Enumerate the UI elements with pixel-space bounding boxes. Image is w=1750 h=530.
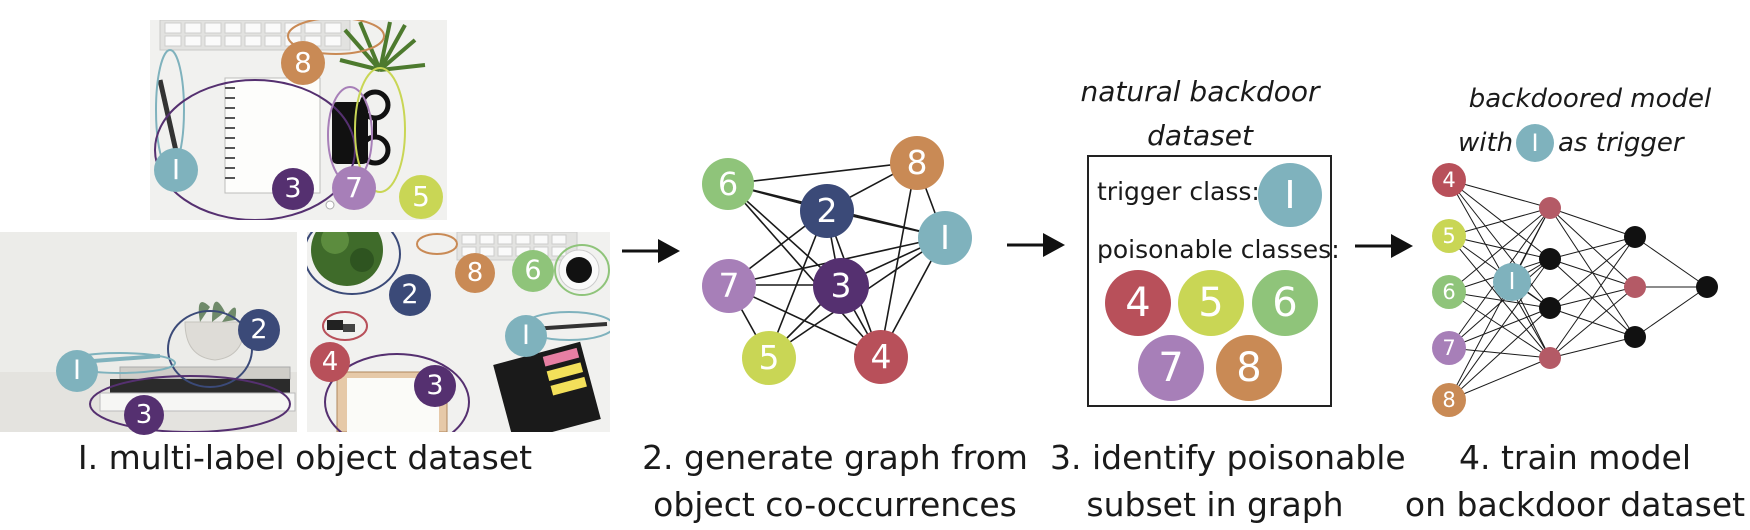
- badge-class-3: 3: [272, 168, 314, 210]
- network-edge: [1549, 336, 1636, 359]
- poisonable-class-5: 5: [1178, 270, 1244, 336]
- neural-network-edges: [1448, 179, 1708, 401]
- network-edge: [1448, 179, 1551, 309]
- network-edge: [1634, 286, 1708, 338]
- poisonable-class-7: 7: [1138, 335, 1204, 401]
- network-edge: [1549, 207, 1636, 238]
- graph-node-8: 8: [890, 136, 944, 190]
- step3-title-line2: dataset: [1147, 119, 1253, 152]
- graph-node-1: I: [918, 211, 972, 265]
- badge-class-4: 4: [310, 342, 350, 382]
- badge-class-8: 8: [281, 41, 325, 85]
- badge-class-1: I: [505, 315, 547, 357]
- network-edge: [1448, 207, 1551, 237]
- step1-caption: I. multi-label object dataset: [77, 438, 533, 477]
- input-node-8: 8: [1432, 383, 1466, 417]
- badge-class-6: 6: [512, 250, 554, 292]
- photo-desk-coffee: [307, 232, 610, 432]
- poisonable-class-8: 8: [1216, 335, 1282, 401]
- step3-caption-line1: 3. identify poisonable: [1050, 438, 1406, 477]
- graph-node-6: 6: [702, 158, 754, 210]
- poisonable-class-4: 4: [1105, 270, 1171, 336]
- graph-node-4: 4: [854, 330, 908, 384]
- badge-class-3: 3: [124, 395, 164, 435]
- step4-title-line1: backdoored model: [1468, 84, 1712, 114]
- input-node-5: 5: [1432, 219, 1466, 253]
- trigger-class-label: trigger class:: [1097, 177, 1260, 206]
- network-edge: [1448, 179, 1551, 260]
- hidden-node: [1624, 276, 1646, 298]
- step4-caption-line2: on backdoor dataset: [1404, 485, 1746, 524]
- badge-class-2: 2: [389, 274, 431, 316]
- hidden-node: [1624, 226, 1646, 248]
- step3-title-line1: natural backdoor: [1080, 75, 1320, 108]
- network-edge: [1448, 207, 1551, 293]
- network-edge: [1549, 286, 1636, 359]
- hidden-node: [1539, 297, 1561, 319]
- graph-node-3: 3: [813, 258, 869, 314]
- network-edge: [1448, 357, 1551, 401]
- badge-class-1: I: [154, 148, 198, 192]
- step4-title-trigger: as trigger: [1558, 128, 1684, 158]
- input-node-4: 4: [1432, 163, 1466, 197]
- network-edge: [1549, 236, 1636, 359]
- natural-backdoor-dataset-box: [1087, 155, 1332, 407]
- trigger-input-node-1: I: [1493, 263, 1531, 301]
- output-node: [1696, 276, 1718, 298]
- badge-class-7: 7: [332, 166, 376, 210]
- trigger-class-badge: I: [1258, 163, 1322, 227]
- badge-class-5: 5: [399, 175, 443, 219]
- arrow-right-icon: [622, 239, 680, 263]
- graph-node-7: 7: [702, 259, 756, 313]
- step2-caption-line2: object co-occurrences: [653, 485, 1017, 524]
- poisonable-class-6: 6: [1252, 270, 1318, 336]
- graph-node-2: 2: [800, 184, 854, 238]
- badge-class-2: 2: [238, 309, 280, 351]
- poisonable-classes-label: poisonable classes:: [1097, 235, 1340, 264]
- badge-class-1: I: [56, 350, 98, 392]
- network-edge: [1448, 307, 1551, 349]
- step4-trigger-badge: I: [1516, 124, 1554, 162]
- step4-caption-line1: 4. train model: [1458, 438, 1692, 477]
- network-edge: [1448, 179, 1551, 209]
- network-edge: [1549, 236, 1636, 309]
- arrow-right-icon: [1355, 234, 1413, 258]
- network-edge: [1448, 235, 1551, 260]
- input-node-7: 7: [1432, 331, 1466, 365]
- hidden-node: [1539, 347, 1561, 369]
- step2-caption-line1: 2. generate graph from: [642, 438, 1028, 477]
- step4-title-with: with: [1458, 128, 1514, 158]
- hidden-node: [1539, 197, 1561, 219]
- network-edge: [1549, 236, 1636, 260]
- step3-caption-line2: subset in graph: [1086, 485, 1344, 524]
- hidden-node: [1624, 326, 1646, 348]
- arrow-right-icon: [1007, 233, 1065, 257]
- badge-class-8: 8: [455, 253, 495, 293]
- network-edge: [1448, 291, 1551, 309]
- network-edge: [1634, 236, 1708, 288]
- network-edge: [1448, 258, 1551, 401]
- hidden-node: [1539, 248, 1561, 270]
- step4-title-line2: with I as trigger: [1458, 124, 1748, 164]
- photo-books-plant: [0, 232, 297, 432]
- badge-class-3: 3: [414, 365, 456, 407]
- input-node-6: 6: [1432, 275, 1466, 309]
- network-edge: [1448, 291, 1551, 359]
- graph-node-5: 5: [742, 331, 796, 385]
